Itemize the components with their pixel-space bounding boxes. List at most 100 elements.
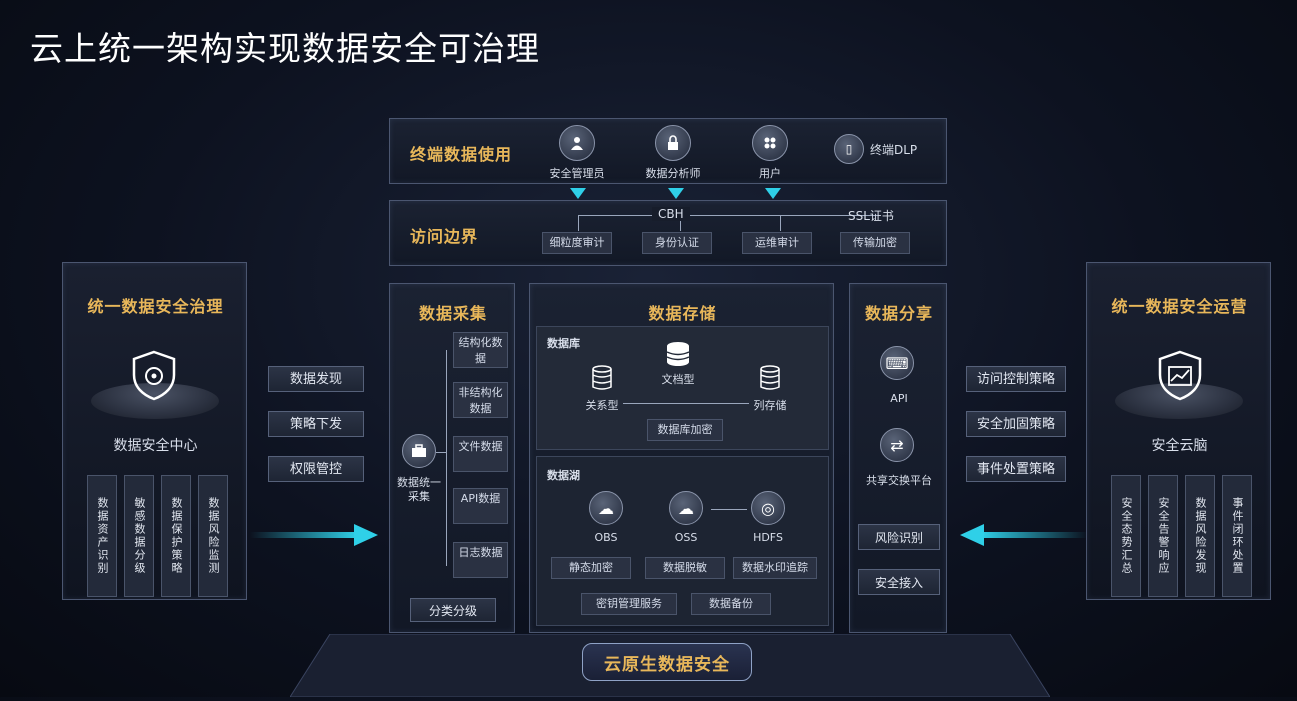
ssl-label: SSL证书: [848, 209, 894, 223]
footer-label: 云原生数据安全: [604, 654, 730, 675]
share-header: 数据分享: [864, 304, 933, 323]
operations-panel: 统一数据安全运营 安全云脑 安全态势汇总 安全告警响应 数据风险发现 事件闭环处…: [1086, 262, 1271, 600]
right-link: 访问控制策略: [966, 366, 1066, 392]
lake-tag: 数据脱敏: [645, 557, 725, 579]
lake-bottom: 数据备份: [691, 593, 771, 615]
db-tag: 数据库加密: [647, 419, 723, 441]
collection-branch: [436, 452, 446, 453]
cbh-line: [780, 215, 781, 231]
governance-center: 数据安全中心: [113, 438, 198, 454]
arrow-right-icon: [250, 522, 380, 552]
access-label: 访问边界: [410, 227, 479, 246]
collection-main-label: 数据统一采集: [397, 476, 441, 503]
share-tag: 风险识别: [858, 524, 940, 550]
right-link: 事件处置策略: [966, 456, 1066, 482]
operations-column: 安全告警响应: [1148, 475, 1178, 597]
lock-user-icon: [655, 125, 691, 161]
operations-platform: [1115, 383, 1243, 419]
dlp-icon: ▯: [834, 134, 864, 164]
shield-chart-icon: [1155, 349, 1205, 405]
terminal-item-label: 数据分析师: [645, 167, 701, 180]
shield-icon: [129, 349, 179, 405]
lake-link: [711, 509, 747, 510]
terminal-label: 终端数据使用: [410, 145, 513, 164]
database-icon: [759, 365, 781, 395]
lake-label: HDFS: [753, 531, 783, 544]
collection-item: 文件数据: [453, 436, 508, 472]
collection-item: 非结构化数据: [453, 382, 508, 418]
collection-panel: 数据采集 数据统一采集 结构化数据 非结构化数据 文件数据 API数据 日志数据…: [389, 283, 515, 633]
terminal-item-user: 用户: [735, 125, 805, 181]
terminal-item-admin: 安全管理员: [542, 125, 612, 181]
database-icon: [663, 341, 693, 373]
briefcase-icon: [402, 434, 436, 468]
users-icon: [752, 125, 788, 161]
governance-panel: 统一数据安全治理 数据安全中心 数据资产识别 敏感数据分级 数据保护策略 数据风…: [62, 262, 247, 600]
governance-column: 数据资产识别: [87, 475, 117, 597]
governance-header: 统一数据安全治理: [87, 297, 224, 316]
access-tag: 身份认证: [642, 232, 712, 254]
collection-item: API数据: [453, 488, 508, 524]
governance-column: 敏感数据分级: [124, 475, 154, 597]
lake-bottom: 密钥管理服务: [581, 593, 677, 615]
governance-column: 数据保护策略: [161, 475, 191, 597]
lake-section: 数据湖 ☁ ☁ ◎ OBS OSS HDFS 静态加密 数据脱敏 数据水印追踪 …: [536, 456, 829, 626]
left-link: 策略下发: [268, 411, 364, 437]
right-link: 安全加固策略: [966, 411, 1066, 437]
governance-platform: [91, 383, 219, 419]
collection-item: 日志数据: [453, 542, 508, 578]
api-icon: ⌨: [880, 346, 914, 380]
share-item: API: [890, 392, 908, 405]
collection-trunk: [446, 350, 447, 566]
share-item: 共享交换平台: [866, 474, 932, 487]
operations-center: 安全云脑: [1151, 438, 1208, 454]
arrow-left-icon: [958, 522, 1088, 552]
access-tag: 细粒度审计: [542, 232, 612, 254]
db-label: 关系型: [585, 399, 619, 412]
operations-column: 安全态势汇总: [1111, 475, 1141, 597]
exchange-icon: ⇄: [880, 428, 914, 462]
operations-header: 统一数据安全运营: [1111, 297, 1248, 316]
access-tag: 传输加密: [840, 232, 910, 254]
user-shield-icon: [559, 125, 595, 161]
cbh-label: CBH: [652, 207, 690, 221]
cbh-line: [578, 215, 878, 216]
terminal-dlp: ▯ 终端DLP: [834, 133, 934, 165]
db-label: 文档型: [661, 373, 695, 386]
lake-tag: 静态加密: [551, 557, 631, 579]
database-icon: [591, 365, 613, 395]
cloud-icon: ☁: [669, 491, 703, 525]
terminal-panel: 终端数据使用 安全管理员 数据分析师 用户 ▯ 终端DLP: [389, 118, 947, 184]
collection-header: 数据采集: [418, 304, 487, 323]
collection-item: 结构化数据: [453, 332, 508, 368]
arrow-down-icon: [570, 188, 586, 199]
db-section-label: 数据库: [547, 337, 580, 350]
terminal-item-label: 用户: [759, 167, 781, 180]
hdfs-icon: ◎: [751, 491, 785, 525]
terminal-dlp-label: 终端DLP: [870, 142, 918, 157]
page-title: 云上统一架构实现数据安全可治理: [30, 29, 540, 68]
db-label: 列存储: [753, 399, 787, 412]
storage-header: 数据存储: [648, 304, 717, 323]
governance-column: 数据风险监测: [198, 475, 228, 597]
left-link: 权限管控: [268, 456, 364, 482]
footer-badge: 云原生数据安全: [582, 643, 752, 681]
left-link: 数据发现: [268, 366, 364, 392]
access-tag: 运维审计: [742, 232, 812, 254]
cbh-line: [578, 215, 579, 231]
cbh-line: [680, 215, 681, 231]
terminal-item-analyst: 数据分析师: [638, 125, 708, 181]
lake-tag: 数据水印追踪: [733, 557, 817, 579]
lake-section-label: 数据湖: [547, 469, 580, 482]
access-panel: 访问边界 CBH SSL证书 细粒度审计 身份认证 运维审计 传输加密: [389, 200, 947, 266]
lake-label: OSS: [674, 531, 698, 544]
db-section: 数据库 关系型 文档型 列存储 数据库加密: [536, 326, 829, 450]
arrow-down-icon: [765, 188, 781, 199]
share-tag: 安全接入: [858, 569, 940, 595]
collection-bottom: 分类分级: [410, 598, 496, 622]
arrow-down-icon: [668, 188, 684, 199]
operations-column: 事件闭环处置: [1222, 475, 1252, 597]
db-link: [623, 403, 749, 404]
storage-panel: 数据存储 数据库 关系型 文档型 列存储 数据库加密 数据湖 ☁ ☁ ◎ OBS…: [529, 283, 834, 633]
lake-label: OBS: [594, 531, 618, 544]
